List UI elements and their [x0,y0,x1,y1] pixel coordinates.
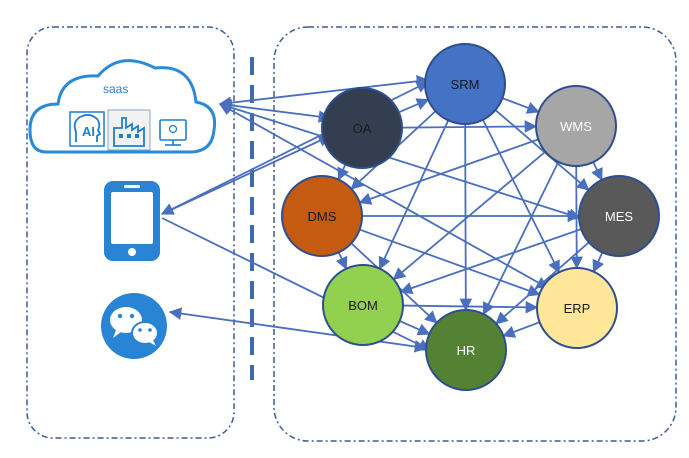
ai-label: AI [82,124,95,139]
node-srm: SRM [424,43,506,125]
node-srm-label: SRM [451,77,480,92]
mesh-link-dms-bom [335,251,348,270]
system-nodes: SRM OA WMS DMS MES BOM ERP HR [281,43,660,391]
wechat-link-hr [168,307,428,353]
mesh-link-erp-hr [502,321,540,338]
monitor-icon [159,119,187,146]
node-dms: DMS [281,175,363,257]
node-oa: OA [321,87,403,169]
node-bom-label: BOM [348,298,378,313]
mesh-link-bom-erp [402,300,539,314]
node-dms-label: DMS [308,209,337,224]
wechat-icon [101,293,167,359]
node-hr: HR [425,309,507,391]
node-mes: MES [578,175,660,257]
phone-link-oa [161,135,332,215]
node-hr-circle [425,309,507,391]
saas-cloud-icon: saas AI [28,59,217,154]
node-erp-label: ERP [564,301,591,316]
mesh-link-bom-hr [399,320,431,336]
node-oa-circle [321,87,403,169]
cloud-link-oa [218,99,332,123]
left-client-frame [26,26,235,439]
node-erp-circle [536,267,618,349]
node-mes-label: MES [605,209,634,224]
mesh-link-mes-erp [592,252,605,273]
mesh-link-wms-mes [591,161,603,182]
node-srm-circle [424,43,506,125]
node-oa-label: OA [353,121,372,136]
node-mes-circle [578,175,660,257]
node-bom: BOM [322,264,404,346]
node-wms-label: WMS [560,119,592,134]
mesh-link-srm-hr [459,123,473,312]
mesh-link-oa-wms [401,120,538,133]
ai-head-icon: AI [69,111,105,147]
saas-label: saas [103,82,128,96]
client-connections [160,75,582,353]
factory-icon [107,109,151,151]
mesh-link-oa-srm [398,98,430,114]
node-erp: ERP [536,267,618,349]
node-wms-circle [535,85,617,167]
mobile-phone-icon [104,181,160,261]
node-hr-label: HR [457,343,476,358]
mesh-link-srm-wms [502,97,540,114]
node-wms: WMS [535,85,617,167]
node-bom-circle [322,264,404,346]
node-dms-circle [281,175,363,257]
